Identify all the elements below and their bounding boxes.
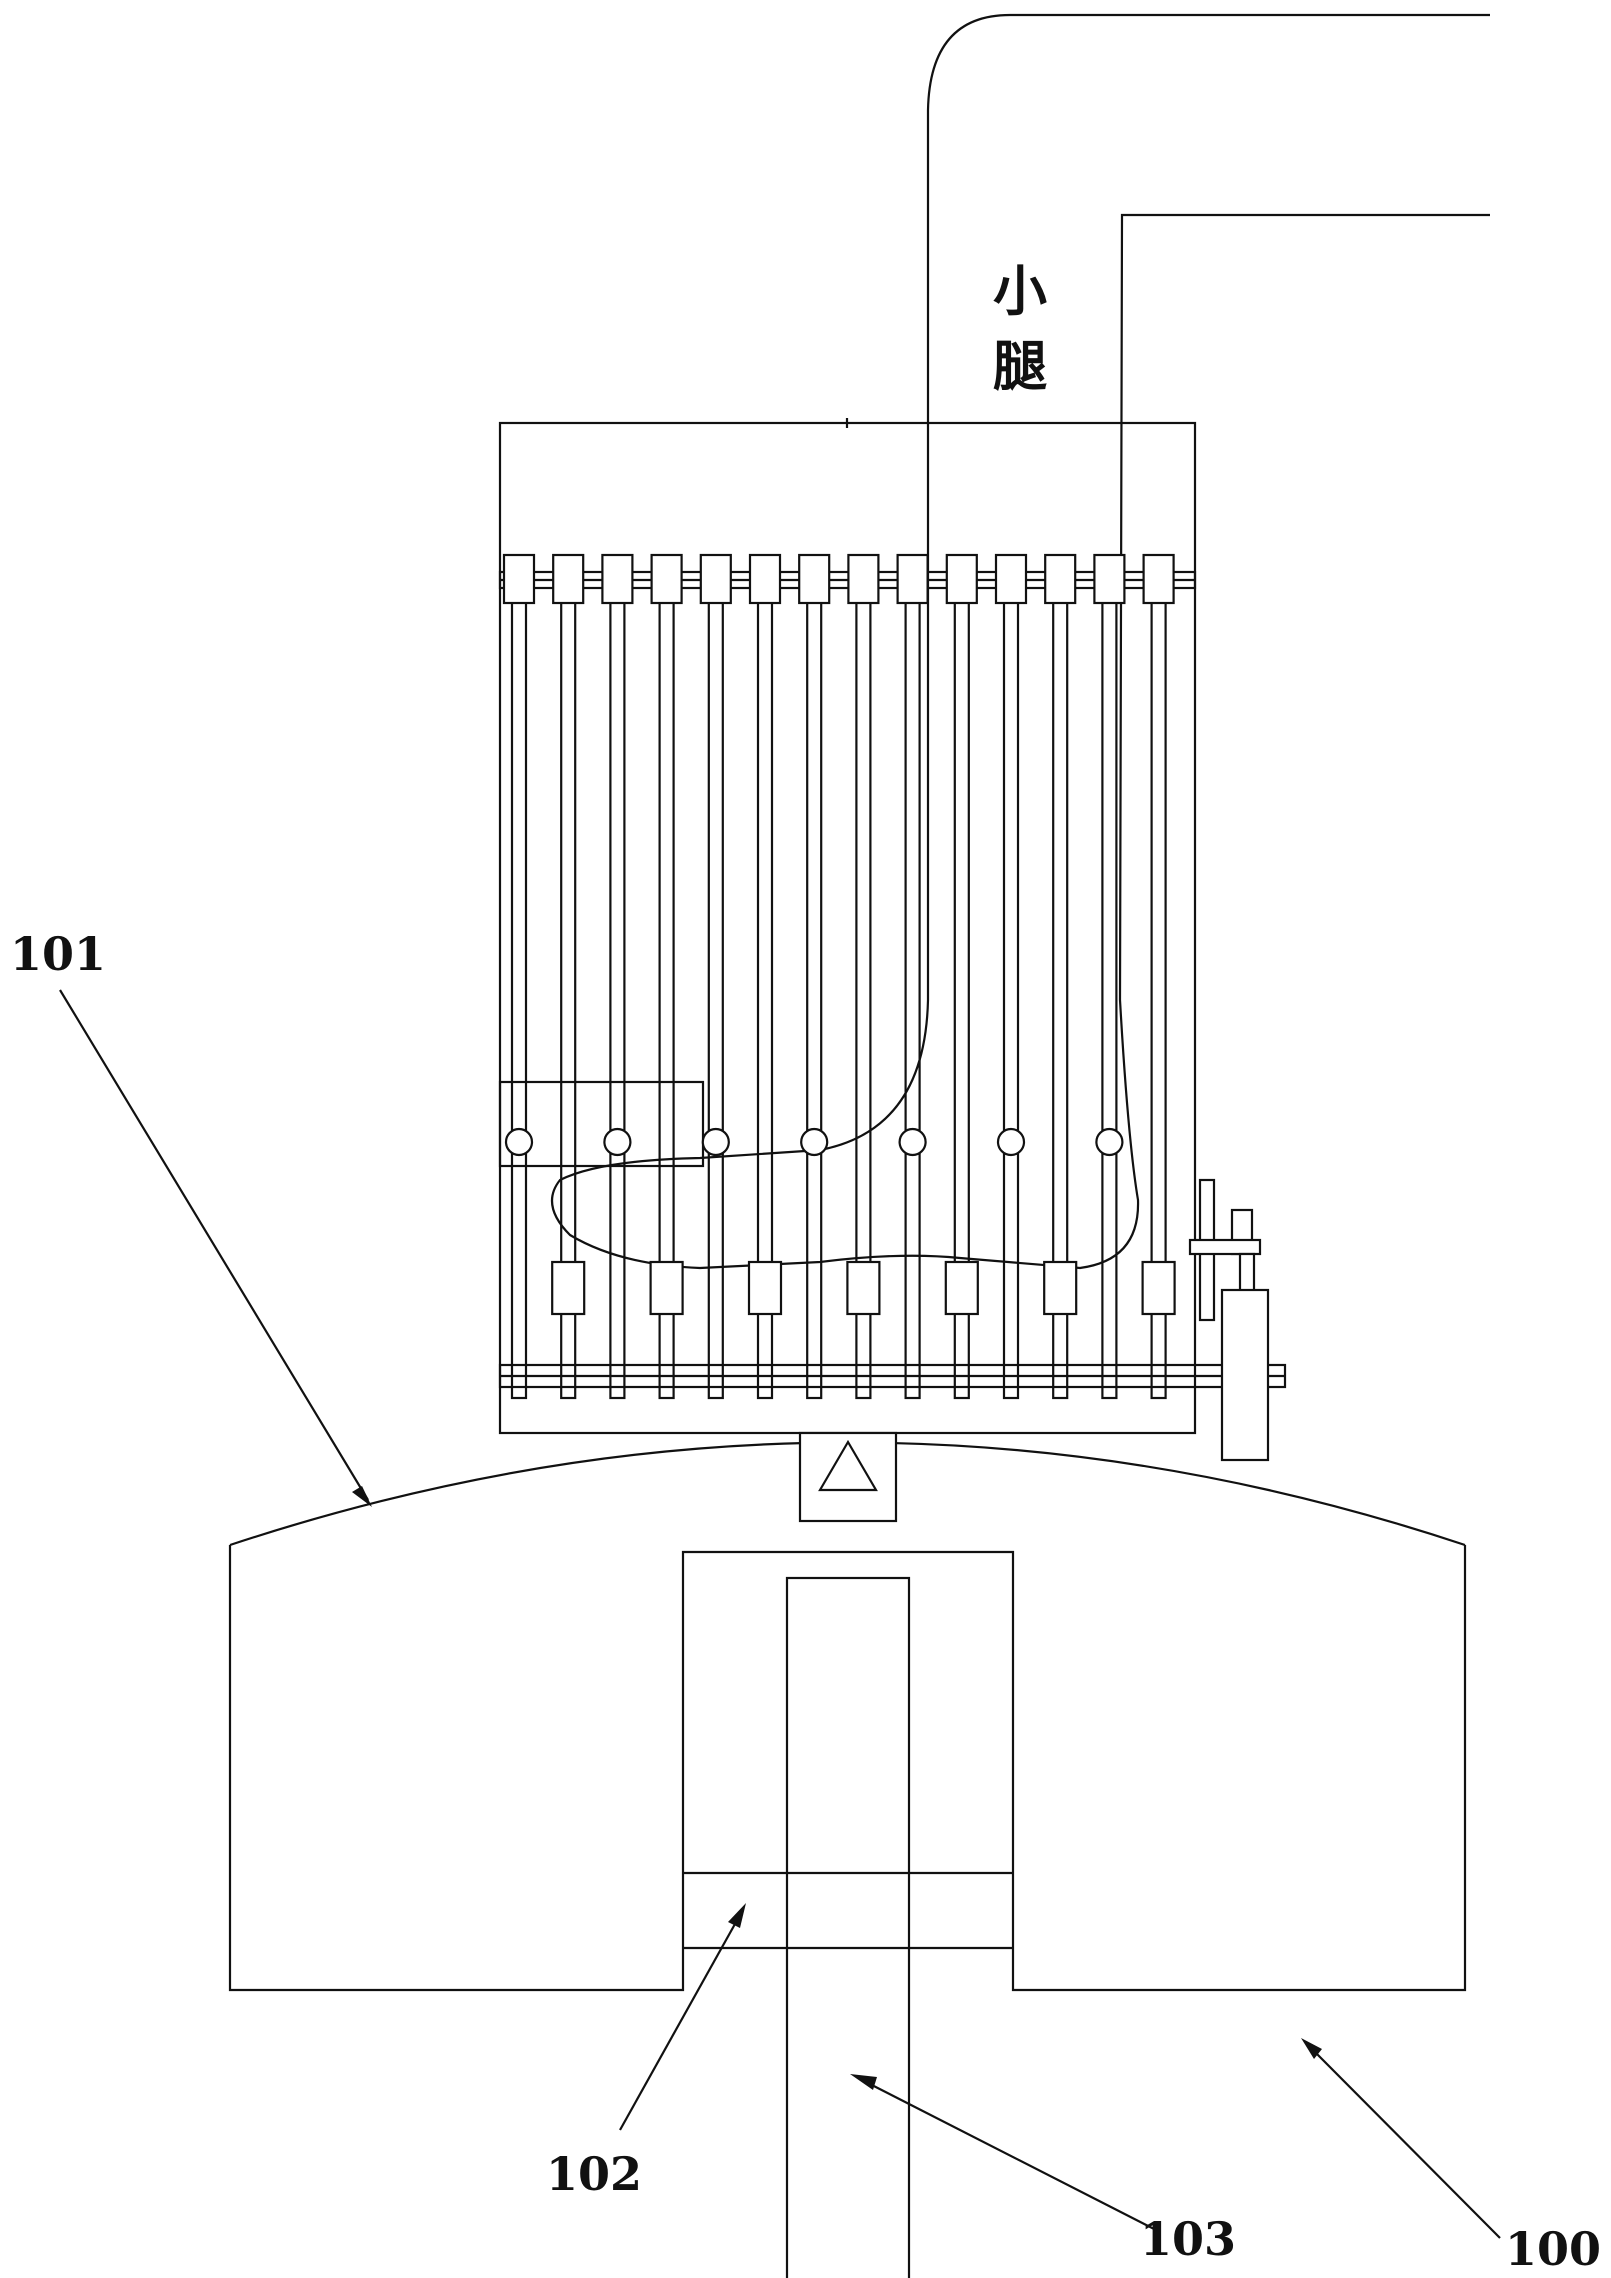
pin-rod [806, 588, 823, 1400]
sensor-row [504, 1127, 1124, 1157]
slider-102 [683, 1871, 1013, 1950]
pin-block [944, 1260, 979, 1316]
pin-rod [1101, 588, 1118, 1400]
pressing-box [498, 1080, 705, 1168]
sensor-circle [996, 1127, 1026, 1157]
pin-head [994, 553, 1028, 605]
pin-head [945, 553, 978, 605]
sensor-circle [1095, 1127, 1124, 1157]
pin-block [551, 1260, 586, 1316]
pin-rod [1002, 588, 1020, 1400]
pin-head [1044, 553, 1077, 605]
pin-array [502, 553, 1175, 1400]
pin-rod [904, 588, 921, 1400]
pin-block [747, 1260, 783, 1316]
column-103 [785, 1576, 911, 2278]
sensor-circle [800, 1127, 829, 1157]
ref-label-100: 100 [1505, 2222, 1601, 2276]
pin-block [1043, 1260, 1078, 1316]
pin-block [846, 1260, 881, 1316]
pin-block [1141, 1260, 1176, 1316]
pin-block [649, 1260, 684, 1316]
sensor-circle [701, 1127, 730, 1157]
side-adjuster [1188, 1178, 1270, 1462]
leg-outline [550, 13, 1490, 1270]
pin-head [601, 553, 634, 605]
pin-head [502, 553, 536, 605]
pin-rod [510, 588, 528, 1400]
pin-head [798, 553, 831, 605]
ref-label-102: 102 [546, 2147, 642, 2201]
pin-rod [609, 588, 626, 1400]
center-support [798, 1431, 898, 1523]
pin-head [1093, 553, 1126, 605]
sensor-circle [898, 1127, 927, 1157]
ref-label-103: 103 [1140, 2212, 1236, 2266]
pin-head [552, 553, 585, 605]
pin-head [847, 553, 880, 605]
pin-head [650, 553, 683, 605]
pin-head [748, 553, 782, 605]
block-row [551, 1260, 1176, 1316]
leg-label-top: 小 [993, 260, 1047, 323]
pin-rod [707, 588, 724, 1400]
leg-label-bottom: 腿 [993, 335, 1047, 398]
ref-label-101: 101 [10, 927, 106, 981]
pin-head [896, 553, 929, 605]
base-body [228, 1545, 1467, 1992]
pin-head [699, 553, 732, 605]
leader-lines [59, 989, 1501, 2239]
sensor-circle [504, 1127, 534, 1157]
sensor-circle [603, 1127, 632, 1157]
pin-head [1142, 553, 1175, 605]
